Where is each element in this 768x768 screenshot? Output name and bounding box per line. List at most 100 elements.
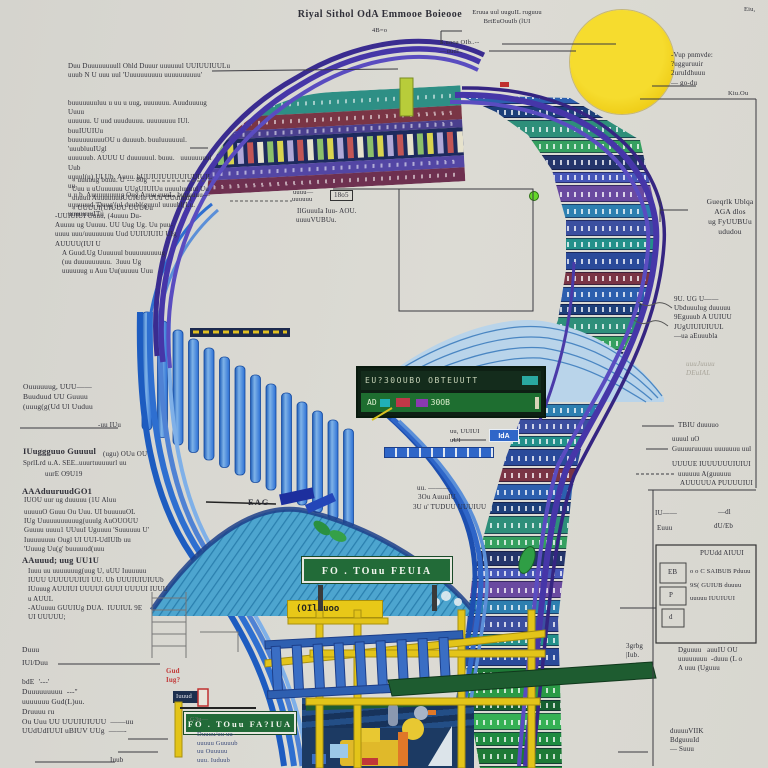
green-dot [529, 191, 539, 201]
neck-note-1: TBIU duuuuo [678, 421, 719, 429]
kiu-label: Kiu.Ou [728, 90, 749, 97]
chip-note: uu, UUIUI uUI [450, 428, 482, 444]
duck-beak [428, 710, 436, 715]
red-component-icon [395, 398, 410, 407]
circuit-strip [455, 700, 658, 711]
green-pepper [518, 546, 536, 574]
mid-note-3: 3U u' TUDUU UUUIUU [413, 503, 487, 511]
note-10b: IUl/Duu [22, 658, 49, 667]
green-sign: FO . TOuu FEUIA [302, 557, 452, 583]
note-heading-7: IUuggguuo Guuuul [23, 446, 97, 456]
cell-label-3: d [669, 613, 673, 621]
note-heading-8: AAAduuruudGO1 [22, 486, 92, 496]
note-7-line1: SprlLrd u.A. SEE..uuurtuuuuurl uu [23, 459, 127, 467]
gray-cylinder [388, 704, 398, 726]
cell-label-2: P [669, 591, 674, 599]
orange-post [398, 732, 408, 766]
note-11-tail: Iuub [110, 756, 124, 764]
note-block-5: A Guud.Ug Uuuuuul buuuuuuuuug(uu duuuuuu… [62, 249, 166, 276]
mid-note-1: uu. ——— [417, 484, 450, 492]
note-block-4: -UUIUIUI Uuuu, (4uuuu Du-Auuuu ug Uuuuu.… [55, 212, 177, 248]
purple-component-icon [415, 398, 428, 407]
mid-note-2: 3Ou AuuuIU [418, 493, 456, 501]
red-dash [500, 82, 509, 87]
teal-chip-icon [522, 376, 538, 385]
note-block-2: buuuuuuuluu u uu u uug, uuuuuuu. Auuduuu… [68, 99, 214, 218]
circuit-strip [455, 172, 658, 183]
circuit-strip [455, 568, 658, 579]
cell-label-1: EB [668, 568, 678, 576]
right-note-6-left: 3grbg|Iub. [626, 642, 644, 660]
note-heading-9: AAuuud; uug UU1U [22, 555, 100, 565]
green-sign-2: FO . TOuu FA?IUA [184, 712, 296, 734]
sign-post-2 [432, 585, 437, 611]
dashed-strip [190, 328, 290, 337]
green-conveyor [387, 661, 657, 697]
teal-component-icon [379, 398, 390, 407]
ida-tag: IdA [489, 429, 519, 442]
label-1805-b: uuuuuu [292, 196, 313, 203]
lightblue-box [330, 744, 348, 758]
neck-note-3: Guuuuruuuuu uuuuuuu uul [672, 445, 752, 453]
dark-tag-label: Iuuud [176, 693, 192, 700]
blue-railing [264, 630, 467, 700]
ladder [151, 592, 239, 658]
leaf [313, 520, 331, 536]
lcd-row-1: EU?30OUBO OBTEUUTT [361, 371, 541, 390]
label-1805-d: uuuuVUBUu. [296, 216, 337, 224]
note-block-6-tail: -uu IUu [98, 421, 122, 429]
crown-tip-label: 4B=o [372, 27, 388, 34]
skull-front-cables [153, 38, 486, 369]
callout-lines [20, 30, 757, 766]
duck-head [414, 706, 428, 720]
neck-note-4: UUUUE IUUUUUUIUIUI [672, 460, 751, 468]
pin-icon [535, 397, 539, 409]
neck-note-6: AUUUUUA PUUUUIUI [680, 479, 753, 487]
gray-tag: G3u— [190, 716, 209, 723]
label-1805-c: IlGuuuIa Iuu- AOU. [297, 207, 357, 215]
note-block-1: Duu Duuuuuuuull Ohld Duuur uuuuuul UUIUU… [68, 62, 231, 80]
note-10a: Duuu [22, 645, 40, 654]
box-title: PUUdd AIUUI [700, 549, 744, 557]
yellow-green-bar [399, 77, 414, 117]
note-block-6: Ouuuuuug, UUU——Buuduud UU Guuuu(uuug(g(U… [23, 382, 93, 411]
fab-label: EAG [248, 497, 270, 507]
corner-note: Eiu, [744, 6, 756, 13]
sign-post [318, 585, 323, 611]
io-label-a: IU—— [655, 509, 677, 517]
note-8-sub: IUOU uur ug duuuuu (1U Aluu [24, 496, 117, 504]
label-1805-box: 18o5 [330, 190, 353, 202]
note-7-line2: uurE O9U19 [45, 470, 83, 478]
io-label-d: dU/Eb [714, 522, 734, 530]
leaf-2 [329, 530, 347, 542]
io-label-b: —dl [718, 508, 731, 516]
poster-title: Riyal Sithol OdA Emmooe Boieooe [297, 9, 463, 20]
circuit-strip [455, 436, 658, 447]
note-block-11: bdE '---'Duuuuuuuuu ---''uuuuuuu Gud(L)u… [22, 677, 134, 736]
dark-tag-box [173, 691, 198, 703]
red-box [362, 758, 378, 765]
neck-note-5: uuuuuu A(guuuuu [678, 470, 731, 478]
top-note-b: S.uooa OIb..--—uudL. [440, 39, 480, 55]
circuit-strip [455, 766, 658, 768]
sun [570, 10, 674, 114]
blue-chip-row [384, 447, 494, 458]
red-outline-box [197, 688, 209, 707]
